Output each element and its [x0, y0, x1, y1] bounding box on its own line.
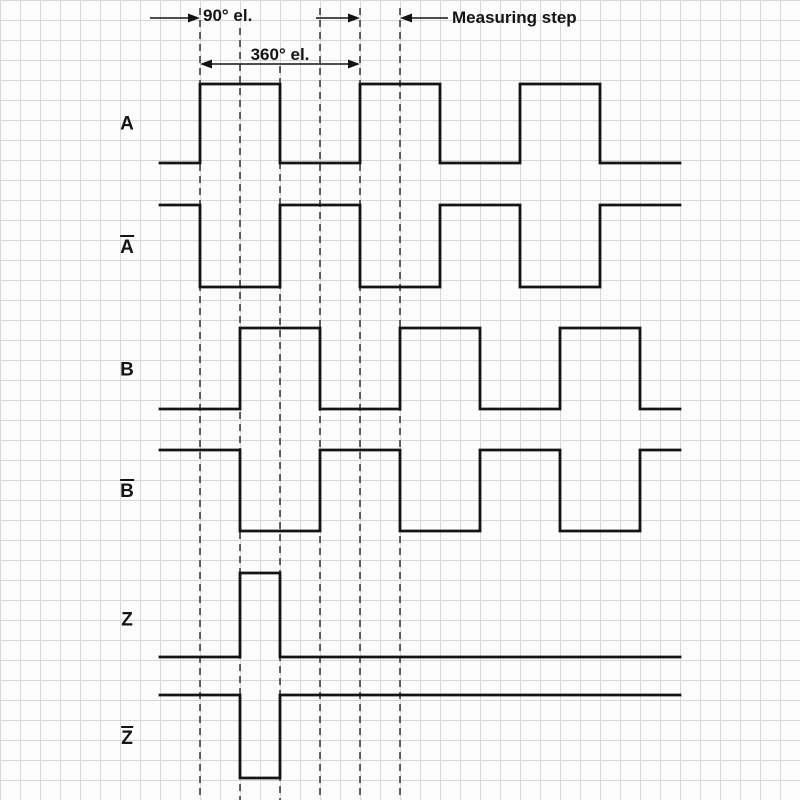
- deg90-arrow-head-right: [188, 13, 200, 23]
- signal-label-z-inverted-text: Z: [121, 726, 133, 749]
- waveform-A: [158, 82, 682, 165]
- signal-label-a-text: A: [120, 113, 134, 135]
- signal-label-b-inverted: B: [120, 479, 134, 501]
- waveform-B-inv: [158, 448, 682, 533]
- waveform-Z: [158, 571, 682, 659]
- waveform-Z-inv: [158, 693, 682, 780]
- deg360-arrow-head-right: [348, 59, 360, 69]
- measuring-step-left-arrow-head-right: [348, 13, 360, 23]
- signal-label-z-inverted: Z: [121, 726, 133, 748]
- signal-label-a: A: [120, 115, 134, 134]
- signal-label-z: Z: [121, 611, 133, 630]
- signal-label-b-text: B: [120, 359, 134, 381]
- signal-label-b: B: [120, 361, 134, 380]
- signal-label-z-text: Z: [121, 609, 133, 631]
- dimension-label-360deg-el: 360° el.: [250, 45, 310, 64]
- signal-label-a-inverted-text: A: [120, 235, 134, 258]
- signal-label-b-inverted-text: B: [120, 479, 134, 502]
- measuring-step-right-arrow-head-left: [400, 13, 412, 23]
- signal-label-a-inverted: A: [120, 235, 134, 257]
- dimension-label-90deg-el: 90° el.: [203, 6, 253, 25]
- dimension-label-measuring-step: Measuring step: [452, 8, 577, 27]
- deg360-arrow-head-left: [200, 59, 212, 69]
- waveform-A-inv: [158, 203, 682, 289]
- waveform-B: [158, 326, 682, 411]
